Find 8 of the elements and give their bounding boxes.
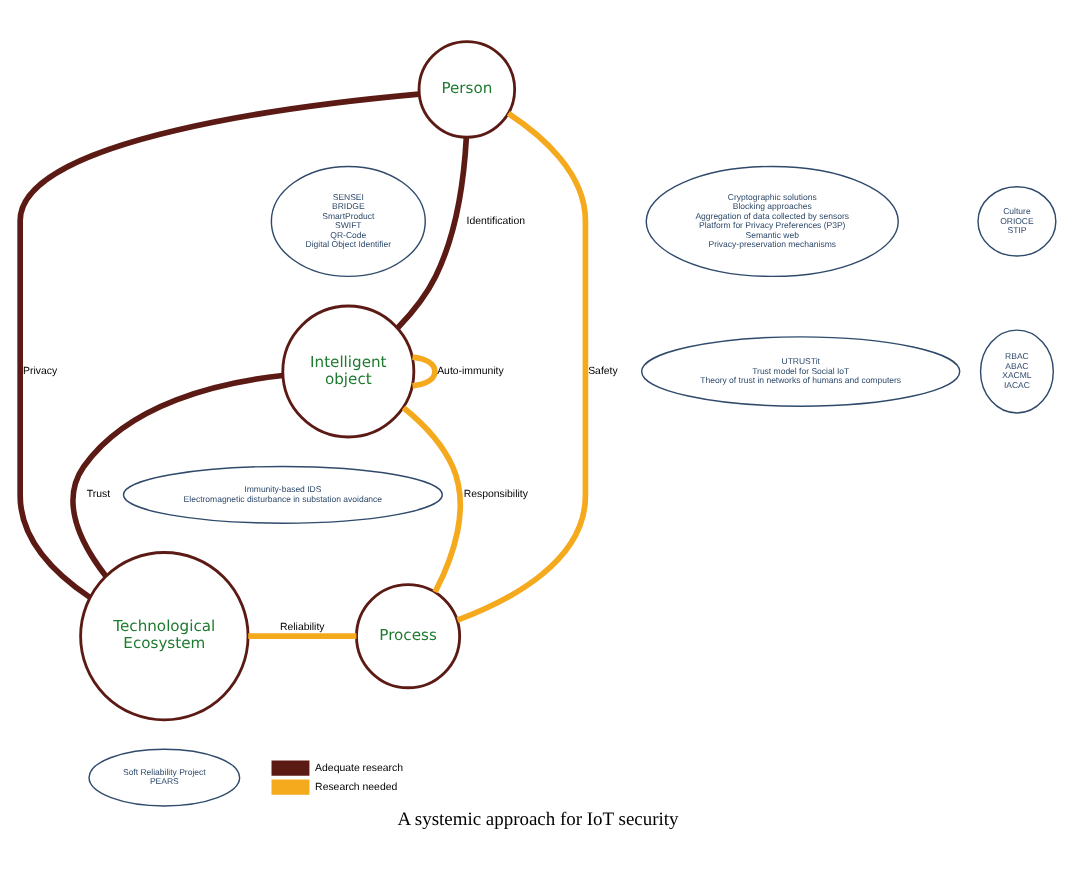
connector [401,405,463,594]
diagram-title: A systemic approach for IoT security [397,810,679,831]
connector [248,633,357,640]
connector [456,111,589,623]
connector [412,354,438,389]
connector [395,137,470,330]
connector [17,91,420,600]
connector [70,372,284,578]
